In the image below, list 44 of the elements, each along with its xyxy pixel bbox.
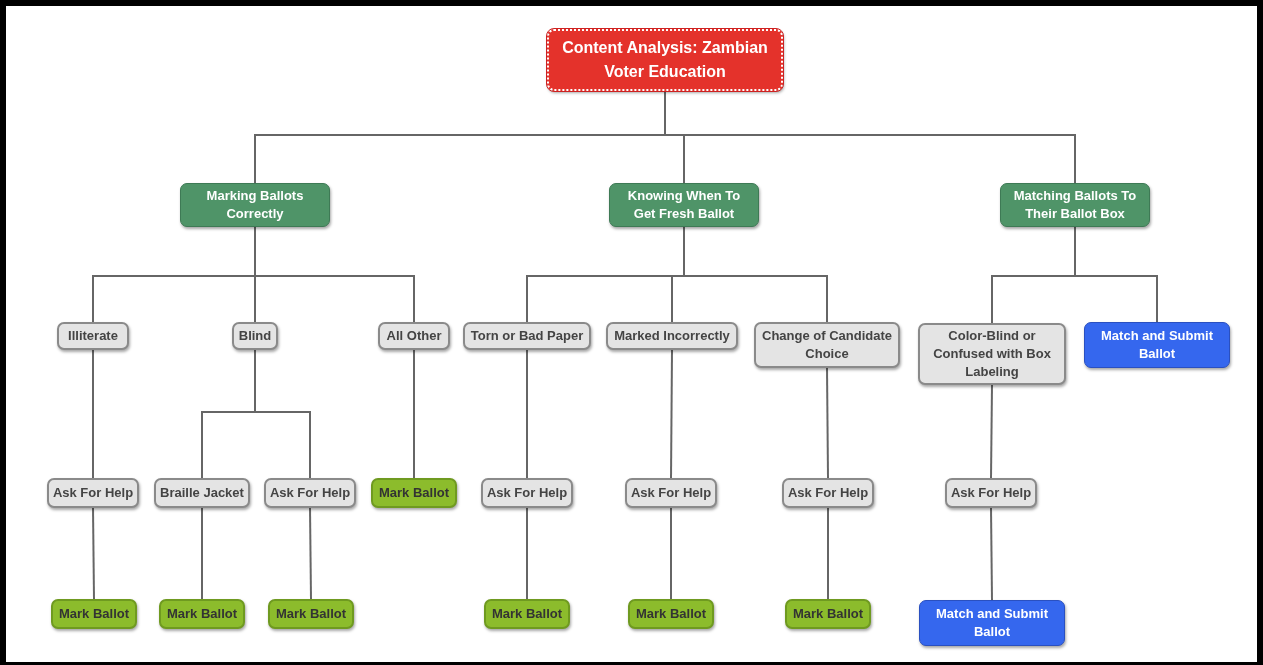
action-box: Mark Ballot — [785, 599, 871, 629]
connector-line — [92, 507, 95, 600]
step-box: Torn or Bad Paper — [463, 322, 591, 350]
step-box: Ask For Help — [945, 478, 1037, 508]
outcome-box: Match and Submit Ballot — [919, 600, 1065, 646]
action-box: Mark Ballot — [51, 599, 137, 629]
action-box: Mark Ballot — [484, 599, 570, 629]
connector-line — [827, 507, 829, 600]
connector-line — [309, 507, 312, 600]
step-box: Ask For Help — [625, 478, 717, 508]
connector-line — [526, 349, 528, 479]
action-box: Mark Ballot — [268, 599, 354, 629]
action-box: Mark Ballot — [371, 478, 457, 508]
action-box: Mark Ballot — [628, 599, 714, 629]
title-box: Content Analysis: Zambian Voter Education — [547, 29, 783, 91]
connector-line — [254, 226, 415, 323]
step-box: Ask For Help — [47, 478, 139, 508]
outcome-box: Match and Submit Ballot — [1084, 322, 1230, 368]
step-box: Ask For Help — [264, 478, 356, 508]
step-box: Braille Jacket — [154, 478, 250, 508]
category-box: Knowing When To Get Fresh Ballot — [609, 183, 759, 227]
connector-line — [1074, 226, 1158, 323]
action-box: Mark Ballot — [159, 599, 245, 629]
connector-line — [201, 507, 203, 600]
category-box: Marking Ballots Correctly — [180, 183, 330, 227]
connector-line — [990, 384, 993, 479]
step-box: Change of Candidate Choice — [754, 322, 900, 368]
step-box: All Other — [378, 322, 450, 350]
connector-line — [990, 507, 993, 601]
step-box: Illiterate — [57, 322, 129, 350]
step-box: Blind — [232, 322, 278, 350]
connector-line — [413, 349, 415, 479]
category-box: Matching Ballots To Their Ballot Box — [1000, 183, 1150, 227]
step-box: Ask For Help — [481, 478, 573, 508]
connector-line — [826, 367, 829, 479]
step-box: Marked Incorrectly — [606, 322, 738, 350]
connector-line — [92, 349, 94, 479]
connector-line — [683, 226, 828, 323]
connector-line — [670, 507, 672, 600]
step-box: Ask For Help — [782, 478, 874, 508]
connector-line — [254, 349, 311, 479]
connector-line — [670, 349, 673, 479]
connector-line — [526, 507, 528, 600]
step-box: Color-Blind or Confused with Box Labeling — [918, 323, 1066, 385]
